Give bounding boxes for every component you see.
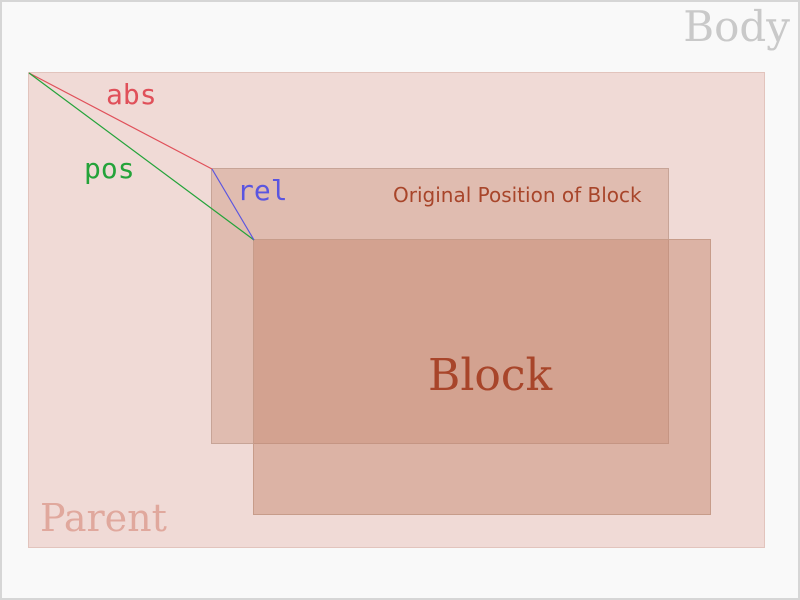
pos-label: pos: [84, 152, 135, 185]
abs-label: abs: [106, 78, 157, 111]
original-position-box: [211, 168, 669, 444]
abs-vector-line: [28, 72, 213, 170]
pos-vector-line: [28, 72, 255, 241]
block-label: Block: [428, 350, 553, 401]
parent-label: Parent: [40, 496, 167, 540]
parent-box: [28, 72, 765, 548]
original-position-label: Original Position of Block: [393, 183, 642, 207]
body-label: Body: [683, 2, 790, 51]
rel-label: rel: [237, 174, 288, 207]
block-box: [253, 239, 711, 515]
rel-vector-line: [211, 168, 255, 241]
